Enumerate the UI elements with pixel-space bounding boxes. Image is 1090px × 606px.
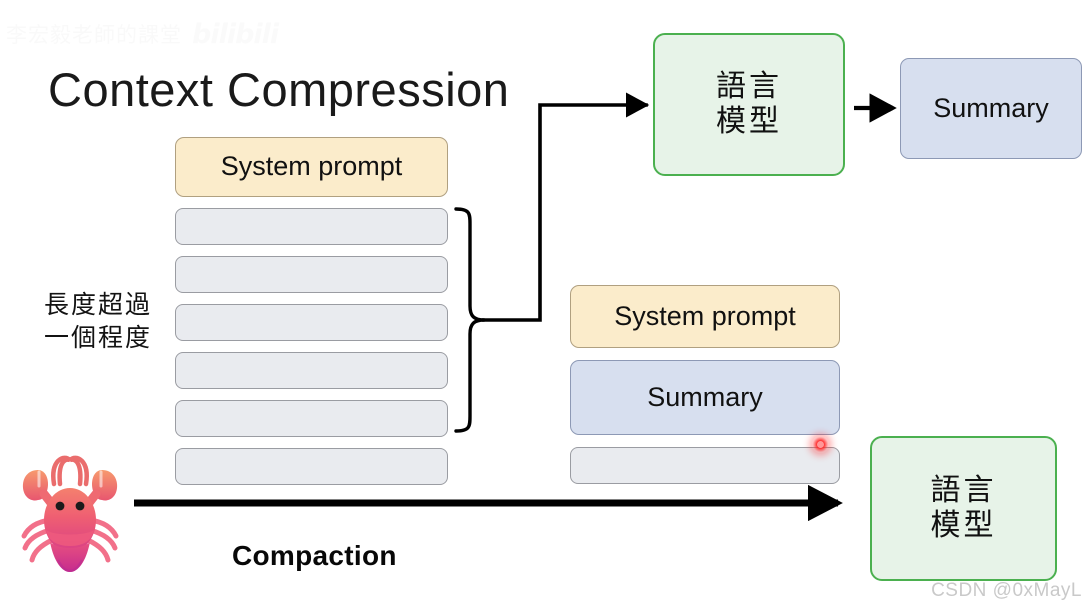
page-title: Context Compression <box>48 63 510 116</box>
left-system-prompt-label: System prompt <box>220 151 403 182</box>
mid-summary-label: Summary <box>647 381 763 412</box>
bottom-model-line-2: 模型 <box>930 507 997 543</box>
mid-empty-row <box>570 447 840 484</box>
top-summary-label: Summary <box>933 92 1049 123</box>
top-language-model-box: 語言 模型 <box>653 33 845 176</box>
left-message-row-2 <box>175 256 448 293</box>
left-message-row-3 <box>175 304 448 341</box>
compaction-label: Compaction <box>232 540 397 571</box>
left-system-prompt-box: System prompt <box>175 137 448 197</box>
top-model-line-1: 語言 <box>716 69 782 104</box>
message-group-brace <box>454 207 486 433</box>
top-model-line-2: 模型 <box>716 103 782 139</box>
left-message-row-5 <box>175 400 448 437</box>
csdn-watermark: CSDN @0xMayL <box>931 580 1082 601</box>
length-threshold-caption: 長度超過 一個程度 <box>44 288 152 354</box>
bilibili-logo: bilibili <box>192 18 279 50</box>
mid-system-prompt-label: System prompt <box>614 300 796 331</box>
left-message-row-6 <box>175 448 448 485</box>
left-message-row-4 <box>175 352 448 389</box>
watermark-cn-text: 李宏毅老師的課堂 <box>6 23 182 47</box>
mid-system-prompt-box: System prompt <box>570 285 840 348</box>
bilibili-watermark: 李宏毅老師的課堂 bilibili <box>6 14 286 54</box>
laser-pointer-dot <box>812 436 829 453</box>
left-message-row-1 <box>175 208 448 245</box>
bottom-model-line-1: 語言 <box>930 473 997 508</box>
lobster-emoji-icon <box>21 455 119 572</box>
top-summary-box: Summary <box>900 58 1082 159</box>
mid-summary-box: Summary <box>570 360 840 435</box>
caption-line-2: 一個程度 <box>44 323 153 352</box>
caption-line-1: 長度超過 <box>44 290 153 319</box>
bottom-language-model-box: 語言 模型 <box>870 436 1057 581</box>
